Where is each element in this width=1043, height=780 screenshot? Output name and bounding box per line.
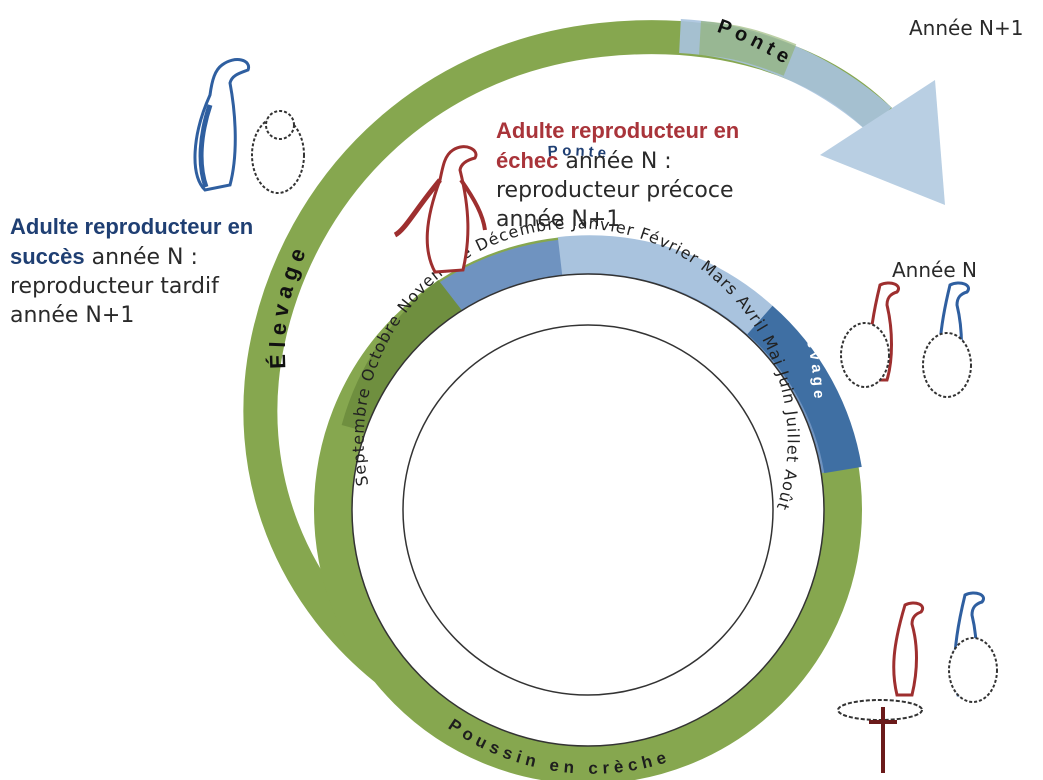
success-note-keyword: succès — [10, 244, 85, 269]
year-current-label: Année N — [892, 258, 977, 282]
success-note-title: Adulte reproducteur en — [10, 214, 254, 239]
failure-note: Adulte reproducteur en échec année N : r… — [496, 116, 816, 234]
failure-note-line4: année N+1 — [496, 207, 621, 232]
success-note: Adulte reproducteur en succès année N : … — [10, 212, 300, 330]
success-note-line3: reproducteur tardif — [10, 274, 219, 299]
penguin-pair-chick-dead-icon — [837, 591, 998, 721]
failure-note-year: année N : — [558, 149, 672, 174]
penguin-pair-with-chicks-icon — [840, 281, 972, 398]
grave-cross-icon — [869, 707, 897, 773]
penguin-chick-icon — [251, 110, 305, 194]
failure-note-line3: reproducteur précoce — [496, 178, 734, 203]
year-next-label: Année N+1 — [909, 16, 1024, 40]
success-note-year: année N : — [84, 245, 198, 270]
penguin-adult-blue-icon — [193, 58, 251, 192]
inner-ring — [314, 235, 862, 780]
failure-note-keyword: échec — [496, 148, 559, 173]
success-note-line4: année N+1 — [10, 303, 135, 328]
outer-cycle-arc — [243, 19, 945, 694]
penguin-adult-red-icon — [393, 145, 487, 274]
failure-note-title: Adulte reproducteur en — [496, 118, 740, 143]
cycle-arrow-head — [820, 80, 945, 205]
inner-ponte-label: Ponte — [547, 143, 611, 163]
